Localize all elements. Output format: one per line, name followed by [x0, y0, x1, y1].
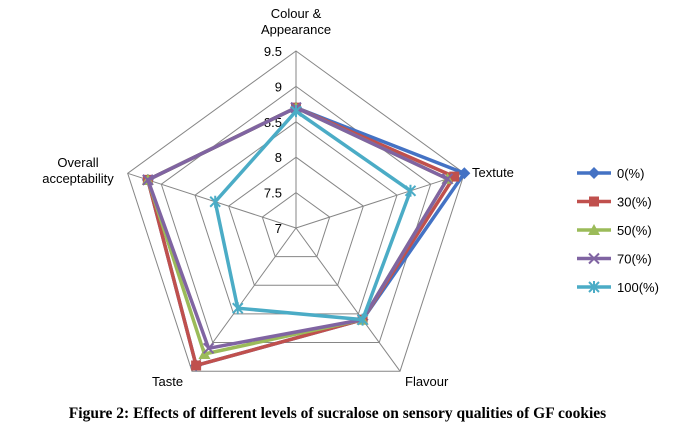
- axis-label-line: Taste: [152, 374, 183, 389]
- spoke-4: [127, 172, 297, 229]
- spoke-1: [295, 172, 465, 229]
- data-point-marker: [290, 105, 302, 118]
- radar-chart: 77.588.599.5 Colour &AppearanceTextuteFl…: [42, 6, 659, 389]
- grid-ring-5: [127, 50, 465, 372]
- legend-item: 50(%): [577, 223, 652, 238]
- data-point-marker: [441, 173, 454, 185]
- axis-label: Textute: [472, 165, 514, 180]
- legend-label: 100(%): [617, 280, 659, 295]
- axis-label-line: Flavour: [405, 374, 449, 389]
- data-point-marker: [209, 195, 221, 208]
- axis-label-line: Appearance: [261, 22, 331, 37]
- legend-item: 100(%): [577, 280, 659, 295]
- axis-label: Colour &Appearance: [261, 6, 331, 37]
- legend-item: 30(%): [577, 195, 652, 210]
- legend-marker: [588, 252, 600, 265]
- grid-ring-1: [261, 191, 331, 258]
- legend-marker: [588, 167, 600, 179]
- legend-label: 0(%): [617, 166, 644, 181]
- legend-item: 0(%): [577, 166, 644, 181]
- series-line: [213, 109, 413, 322]
- axis-label-line: acceptability: [42, 171, 114, 186]
- legend-label: 30(%): [617, 195, 652, 210]
- axis-label-line: Textute: [472, 165, 514, 180]
- series-lines: [141, 101, 471, 372]
- tick-label: 7: [275, 221, 282, 236]
- tick-label: 9: [275, 79, 282, 94]
- radar-spokes: [127, 51, 465, 372]
- grid-ring-2: [228, 156, 364, 286]
- data-point-marker: [191, 360, 202, 371]
- data-point-marker: [202, 342, 215, 354]
- data-point-marker: [142, 174, 154, 186]
- spoke-2: [295, 227, 401, 372]
- tick-label: 7.5: [264, 186, 282, 201]
- tick-label: 8: [275, 150, 282, 165]
- axis-label: Taste: [152, 374, 183, 389]
- legend-marker: [588, 224, 600, 235]
- legend-marker: [588, 281, 600, 293]
- data-point-marker: [356, 313, 369, 326]
- data-point-marker: [232, 302, 244, 315]
- figure-caption: Figure 2: Effects of different levels of…: [68, 405, 607, 422]
- data-point-marker: [458, 167, 471, 180]
- radial-tick-labels: 77.588.599.5: [264, 44, 282, 236]
- grid-ring-4: [160, 85, 432, 344]
- axis-label-line: Overall: [57, 155, 98, 170]
- series-4: [209, 105, 417, 326]
- series-line: [146, 105, 450, 351]
- legend-label: 70(%): [617, 252, 652, 267]
- data-point-marker: [449, 171, 460, 182]
- axis-label: Flavour: [405, 374, 449, 389]
- data-point-marker: [404, 184, 417, 197]
- legend-label: 50(%): [617, 223, 652, 238]
- legend-item: 70(%): [577, 252, 652, 267]
- axis-label-line: Colour &: [271, 6, 322, 21]
- tick-label: 9.5: [264, 44, 282, 59]
- legend-marker: [589, 196, 599, 207]
- legend: 0(%) 30(%) 50(%) 70(%) 100(%): [577, 166, 659, 295]
